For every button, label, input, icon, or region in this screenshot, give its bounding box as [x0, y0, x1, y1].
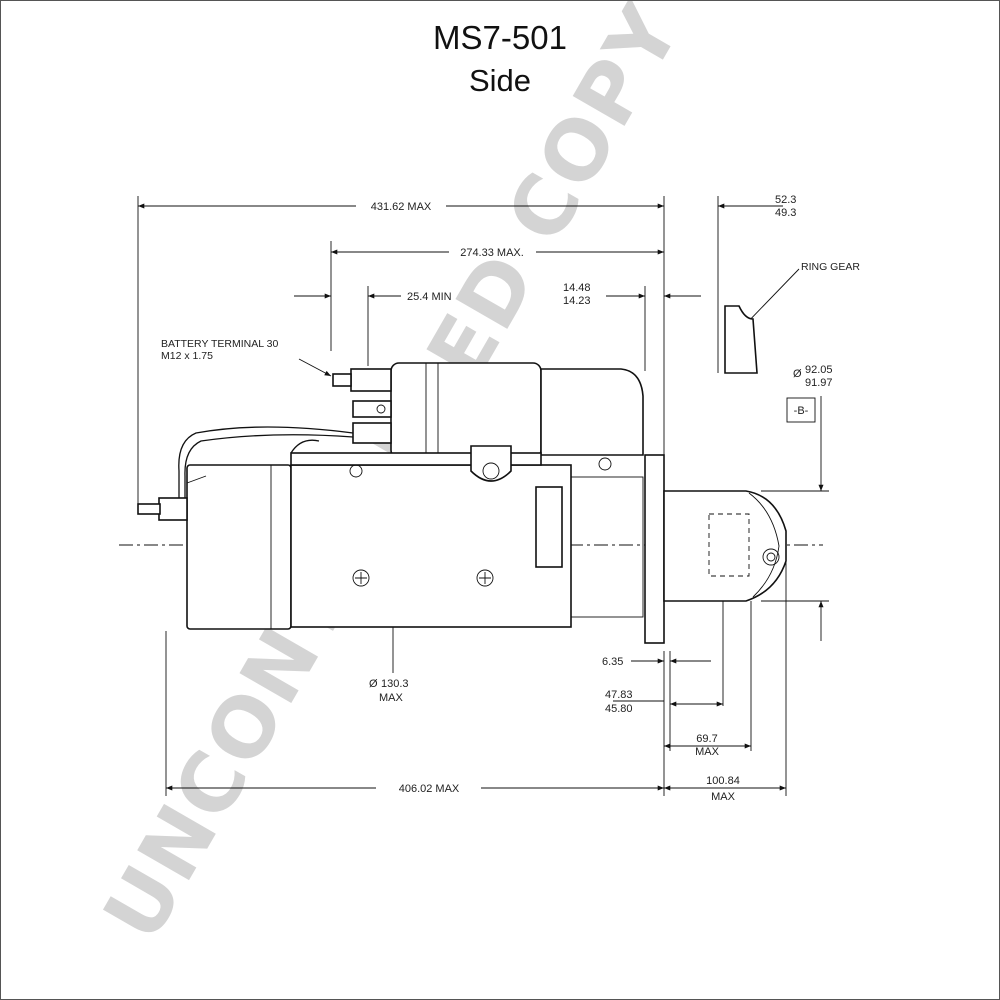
- label-battery-terminal-thread: M12 x 1.75: [161, 350, 213, 362]
- mounting-clamp: [470, 445, 512, 482]
- dim-ring-lower: 49.3: [775, 207, 796, 219]
- extension-lines: [137, 196, 829, 796]
- motor-housing: [290, 464, 572, 628]
- starter-motor: [137, 362, 787, 644]
- wire-lead: [178, 426, 354, 498]
- dim-pinion-lower: 45.80: [605, 703, 633, 715]
- datum-b-label: -B-: [794, 405, 809, 417]
- label-battery-terminal: BATTERY TERMINAL 30: [161, 338, 278, 350]
- mounting-flange: [644, 454, 665, 644]
- dim-body-dia: 130.3: [381, 678, 409, 690]
- solenoid-cover: [540, 368, 644, 456]
- dim-pilot-dia-symbol: Ø: [793, 368, 802, 380]
- dim-terminal-min: 25.4 MIN: [407, 291, 452, 303]
- dim-pinion-travel-note: MAX: [695, 746, 720, 758]
- ring-gear: [724, 305, 758, 374]
- label-ring-gear: RING GEAR: [801, 261, 860, 273]
- dim-pinion-travel: 69.7: [696, 733, 717, 745]
- drive-bolt: [762, 548, 780, 566]
- pinion-outline: [708, 513, 750, 577]
- leader-lines: [298, 268, 800, 377]
- drawing-subtitle: Side: [468, 63, 532, 98]
- bolt-head: [598, 457, 612, 471]
- rear-terminal-stud: [158, 497, 188, 521]
- dim-pilot-dia-lower: 91.97: [805, 377, 833, 389]
- dim-nose-length: 100.84: [706, 775, 740, 787]
- wire-lead: [290, 439, 320, 454]
- dim-ring-upper: 52.3: [775, 194, 796, 206]
- dimension-lines: [137, 203, 824, 791]
- bolt-head: [476, 569, 494, 587]
- dim-pilot-dia-upper: 92.05: [805, 364, 833, 376]
- wire-lead: [184, 434, 354, 498]
- rear-end-cap: [186, 464, 292, 630]
- datum-b-box: [786, 397, 816, 423]
- dim-flange-upper: 14.48: [563, 282, 591, 294]
- dim-body-dia-symbol: Ø: [369, 678, 378, 690]
- dim-overall-length: 431.62 MAX: [371, 201, 432, 213]
- dim-flange-lower: 14.23: [563, 295, 591, 307]
- motor-terminal: [352, 422, 392, 444]
- dim-body-length: 406.02 MAX: [399, 783, 460, 795]
- solenoid: [390, 362, 542, 459]
- bolt-head: [352, 569, 370, 587]
- battery-terminal-stud: [350, 368, 392, 392]
- dim-pinion-upper: 47.83: [605, 689, 633, 701]
- drawing-title: MS7-501: [433, 19, 567, 56]
- dim-flange-thickness: 6.35: [602, 656, 623, 668]
- dim-nose-length-note: MAX: [711, 791, 736, 803]
- dim-solenoid-length: 274.33 MAX.: [460, 247, 524, 259]
- dim-body-dia-note: MAX: [379, 692, 404, 704]
- housing-window: [535, 486, 563, 568]
- drive-housing: [663, 490, 787, 602]
